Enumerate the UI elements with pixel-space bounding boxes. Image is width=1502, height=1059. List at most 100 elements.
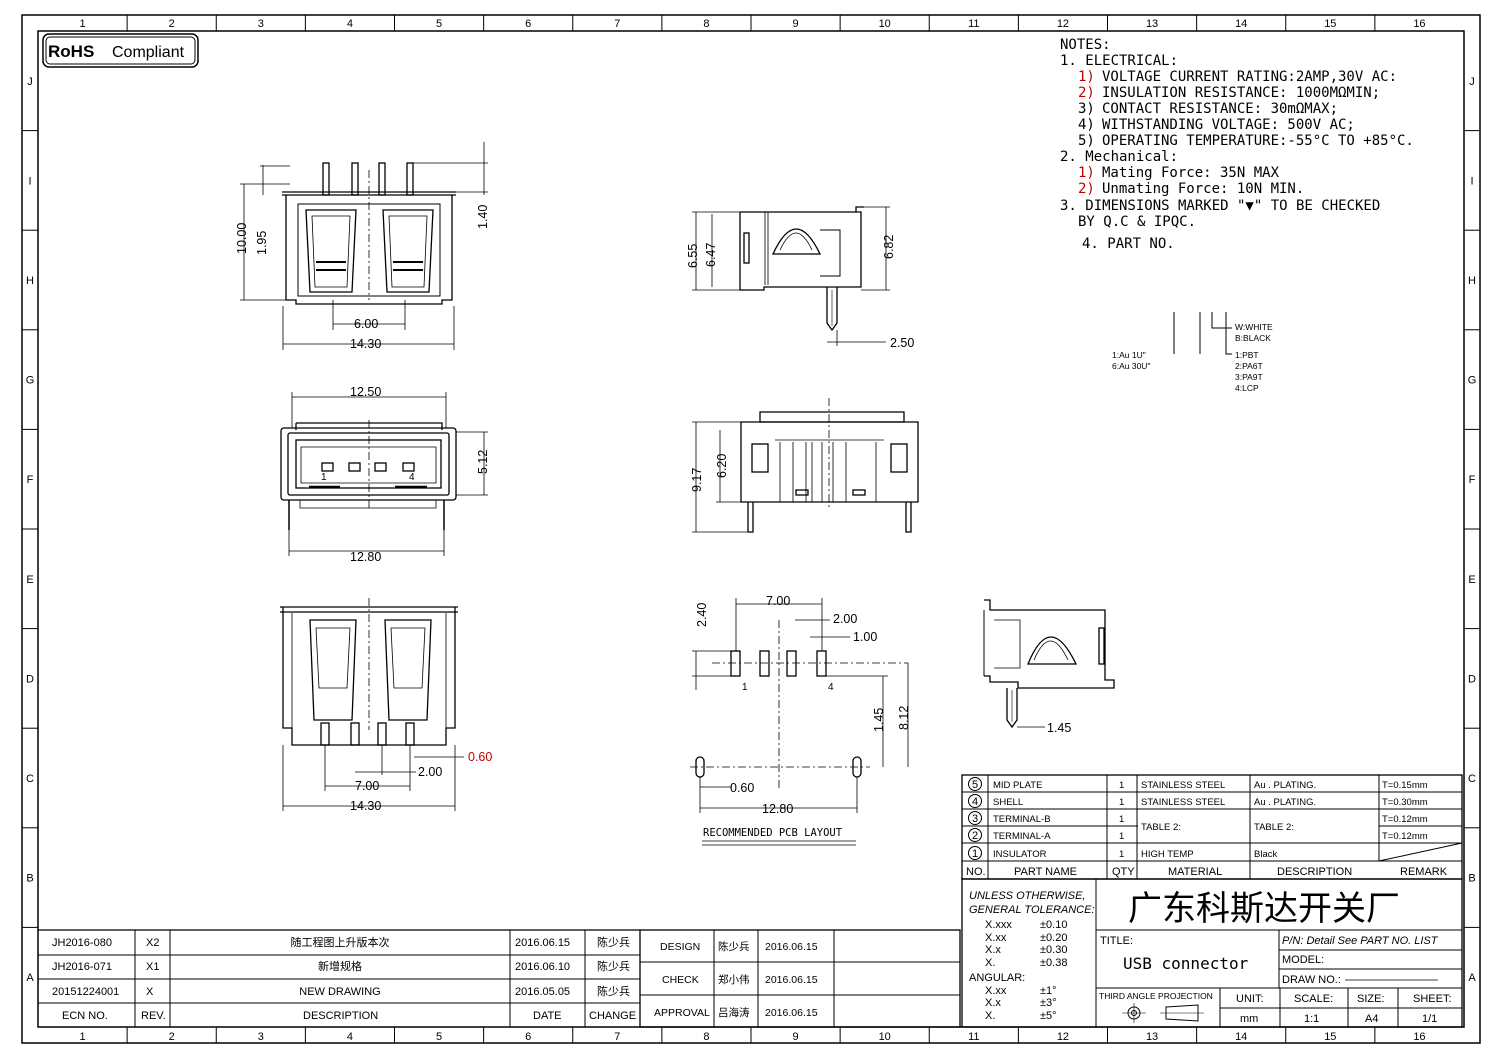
zone-col-top: 15: [1324, 18, 1336, 30]
bom-qty: 1: [1119, 849, 1124, 860]
zone-col-bottom: 12: [1057, 1031, 1069, 1043]
bom-material: TABLE 2:: [1141, 822, 1181, 833]
bom-part-name: MID PLATE: [993, 780, 1042, 791]
zone-col-top: 1: [80, 18, 86, 30]
design-date: 2016.06.15: [765, 941, 818, 953]
zone-col-bottom: 14: [1235, 1031, 1247, 1043]
pin-label-4: 4: [409, 472, 415, 483]
zone-col-top: 9: [793, 18, 799, 30]
bom-remark: T=0.30mm: [1382, 797, 1428, 808]
legend-plating1: 1:Au 1U": [1112, 350, 1146, 360]
part-number-note: P/N: Detail See PART NO. LIST: [1282, 935, 1439, 947]
dim-6-82: 6.82: [882, 235, 896, 259]
bottom-view: [280, 598, 464, 811]
legend-color1: W:WHITE: [1235, 322, 1273, 332]
unit-label: UNIT:: [1236, 993, 1264, 1005]
note-4: 4. PART NO.: [1082, 236, 1175, 252]
unit-value: mm: [1240, 1013, 1258, 1025]
bom-no: 3: [972, 813, 978, 825]
notes-heading: NOTES:: [1060, 37, 1111, 53]
pcb-dim-0-60: 0.60: [730, 781, 754, 795]
tol-r2k: X.xx: [985, 932, 1007, 944]
pin-label-1: 1: [321, 472, 327, 483]
revision-table: [38, 929, 961, 1028]
sheet-value: 1/1: [1422, 1013, 1437, 1025]
zone-col-top: 14: [1235, 18, 1247, 30]
legend-mat3: 3:PA9T: [1235, 372, 1263, 382]
dim-7-00-bottom: 7.00: [355, 779, 379, 793]
compliant-text: Compliant: [112, 44, 185, 61]
rev-header-rev: REV.: [141, 1010, 166, 1022]
bom-header-no: NO.: [966, 866, 986, 878]
zone-col-bottom: 3: [258, 1031, 264, 1043]
tol-r4k: X.: [985, 957, 995, 969]
bom-table: [961, 774, 1463, 880]
zone-col-bottom: 13: [1146, 1031, 1158, 1043]
bom-header-name: PART NAME: [1014, 866, 1077, 878]
rev-date: 2016.06.15: [515, 937, 570, 949]
tol-a2k: X.x: [985, 997, 1001, 1009]
zone-col-bottom: 11: [968, 1031, 979, 1043]
rev-description: 新增规格: [318, 959, 362, 973]
rev-header-ecn: ECN NO.: [62, 1010, 108, 1022]
bom-remark: T=0.15mm: [1382, 780, 1428, 791]
note-e5: OPERATING TEMPERATURE:-55°C TO +85°C.: [1102, 133, 1414, 149]
bom-description: TABLE 2:: [1254, 822, 1294, 833]
zone-col-bottom: 2: [169, 1031, 175, 1043]
zone-markers: 1122334455667788991010111112121313141415…: [22, 15, 1480, 1043]
zone-row-right: H: [1468, 275, 1476, 287]
zone-col-bottom: 8: [703, 1031, 709, 1043]
zone-col-top: 3: [258, 18, 264, 30]
note-e1-num: 1): [1078, 69, 1095, 85]
rev-ecn: JH2016-071: [52, 961, 112, 973]
zone-row-right: G: [1468, 375, 1477, 387]
note-e4-num: 4): [1078, 117, 1095, 133]
bom-qty: 1: [1119, 814, 1124, 825]
approval-label: APPROVAL: [654, 1007, 710, 1019]
zone-col-top: 13: [1146, 18, 1158, 30]
rev-header-desc: DESCRIPTION: [303, 1010, 378, 1022]
bom-balloon: [968, 794, 982, 808]
tol-a3v: ±5°: [1040, 1010, 1057, 1022]
dim-12-50: 12.50: [350, 385, 381, 399]
rev-ecn: JH2016-080: [52, 937, 112, 949]
pcb-dim-12-80: 12.80: [762, 802, 793, 816]
pcb-dim-1-45: 1.45: [872, 708, 886, 732]
zone-row-left: D: [26, 673, 34, 685]
draw-no-label: DRAW NO.:: [1282, 974, 1341, 986]
zone-col-top: 2: [169, 18, 175, 30]
tol-r4v: ±0.38: [1040, 957, 1067, 969]
zone-col-top: 4: [347, 18, 353, 30]
tol-r3k: X.x: [985, 944, 1001, 956]
notes-block: NOTES: 1. ELECTRICAL: 1) VOLTAGE CURRENT…: [1060, 37, 1414, 252]
tol-a2v: ±3°: [1040, 997, 1057, 1009]
title-block: [961, 878, 1463, 1028]
zone-col-top: 12: [1057, 18, 1069, 30]
zone-col-top: 7: [614, 18, 620, 30]
bom-remark: T=0.12mm: [1382, 814, 1428, 825]
zone-row-right: A: [1468, 972, 1476, 984]
rev-code: X1: [146, 961, 159, 973]
approval-date: 2016.06.15: [765, 1007, 818, 1019]
rev-ecn: 20151224001: [52, 986, 119, 998]
rev-change: 陈少兵: [597, 935, 630, 949]
rev-date: 2016.06.10: [515, 961, 570, 973]
zone-col-top: 6: [525, 18, 531, 30]
zone-row-left: B: [26, 873, 33, 885]
bom-qty: 1: [1119, 831, 1124, 842]
company-name: 广东科斯达开关厂: [1128, 890, 1400, 928]
legend-mat1: 1:PBT: [1235, 350, 1259, 360]
legend-color2: B:BLACK: [1235, 333, 1271, 343]
zone-col-bottom: 9: [793, 1031, 799, 1043]
legend-plating2: 6:Au 30U": [1112, 361, 1150, 371]
legend-mat2: 2:PA6T: [1235, 361, 1263, 371]
zone-col-bottom: 16: [1413, 1031, 1425, 1043]
model-label: MODEL:: [1282, 954, 1324, 966]
zone-col-bottom: 10: [879, 1031, 891, 1043]
size-label: SIZE:: [1357, 993, 1385, 1005]
dim-1-95: 1.95: [255, 231, 269, 255]
part-number-legend: W:WHITE B:BLACK 1:Au 1U" 6:Au 30U" 1:PBT…: [1112, 312, 1273, 393]
notes-mechanical: 2. Mechanical:: [1060, 149, 1178, 165]
